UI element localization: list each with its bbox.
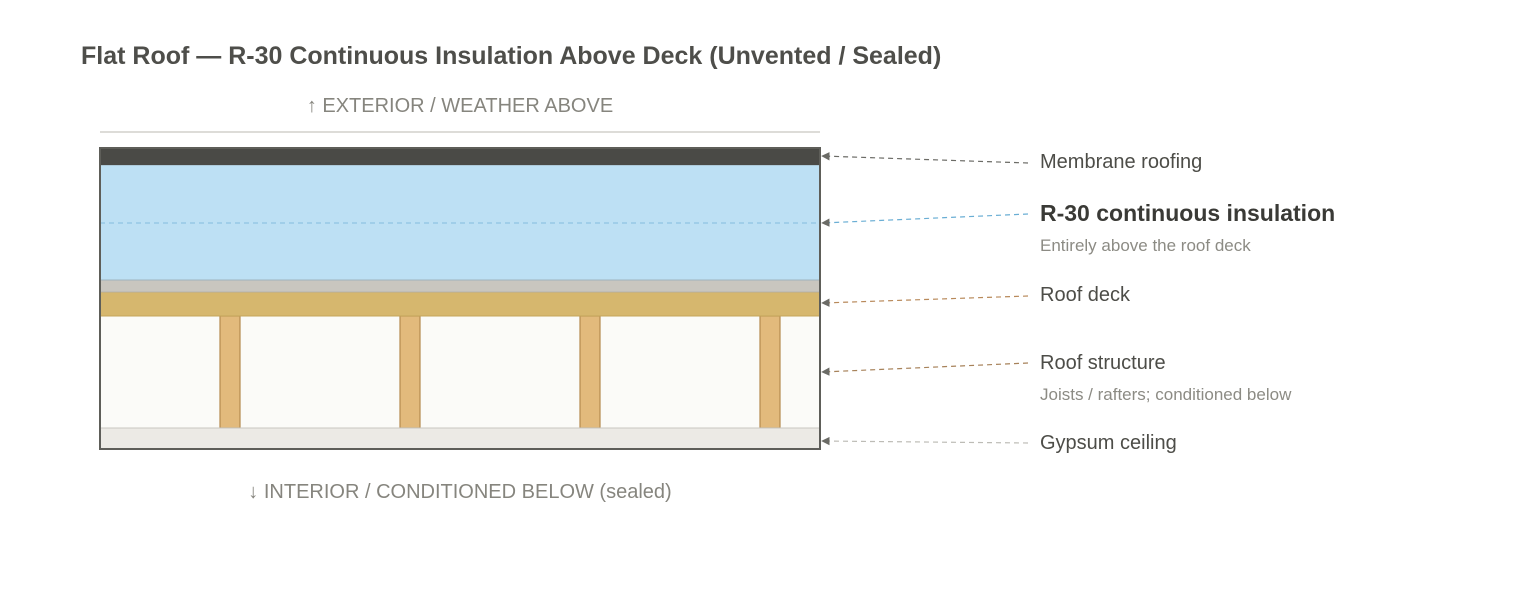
structure-sublabel: Joists / rafters; conditioned below [1040, 385, 1292, 404]
deck-leader [821, 295, 1029, 307]
deck-label: Roof deck [1040, 284, 1131, 306]
insulation-sublabel: Entirely above the roof deck [1040, 236, 1251, 255]
exterior-divider [100, 131, 820, 133]
joist [219, 315, 241, 429]
cover-board-layer [99, 279, 821, 293]
exterior-label: ↑ EXTERIOR / WEATHER ABOVE [306, 95, 614, 117]
insulation-label: R-30 continuous insulation [1040, 200, 1336, 226]
section-outline [99, 147, 821, 450]
diagram-title: Flat Roof — R-30 Continuous Insulation A… [81, 42, 942, 70]
insulation-leader [821, 213, 1029, 227]
roof-deck-layer [99, 291, 821, 317]
membrane-label: Membrane roofing [1040, 151, 1203, 173]
membrane-leader [821, 152, 1029, 164]
structure-cavity [100, 316, 820, 428]
structure-label: Roof structure [1040, 352, 1166, 374]
joist [399, 315, 421, 429]
gypsum-ceiling-layer [99, 427, 821, 450]
ceiling-label: Gypsum ceiling [1040, 432, 1177, 454]
structure-leader [821, 362, 1029, 376]
ceiling-leader [821, 436, 1029, 446]
joist [759, 315, 781, 429]
interior-label: ↓ INTERIOR / CONDITIONED BELOW (sealed) [248, 481, 672, 503]
membrane-layer [100, 148, 820, 165]
joist [579, 315, 601, 429]
